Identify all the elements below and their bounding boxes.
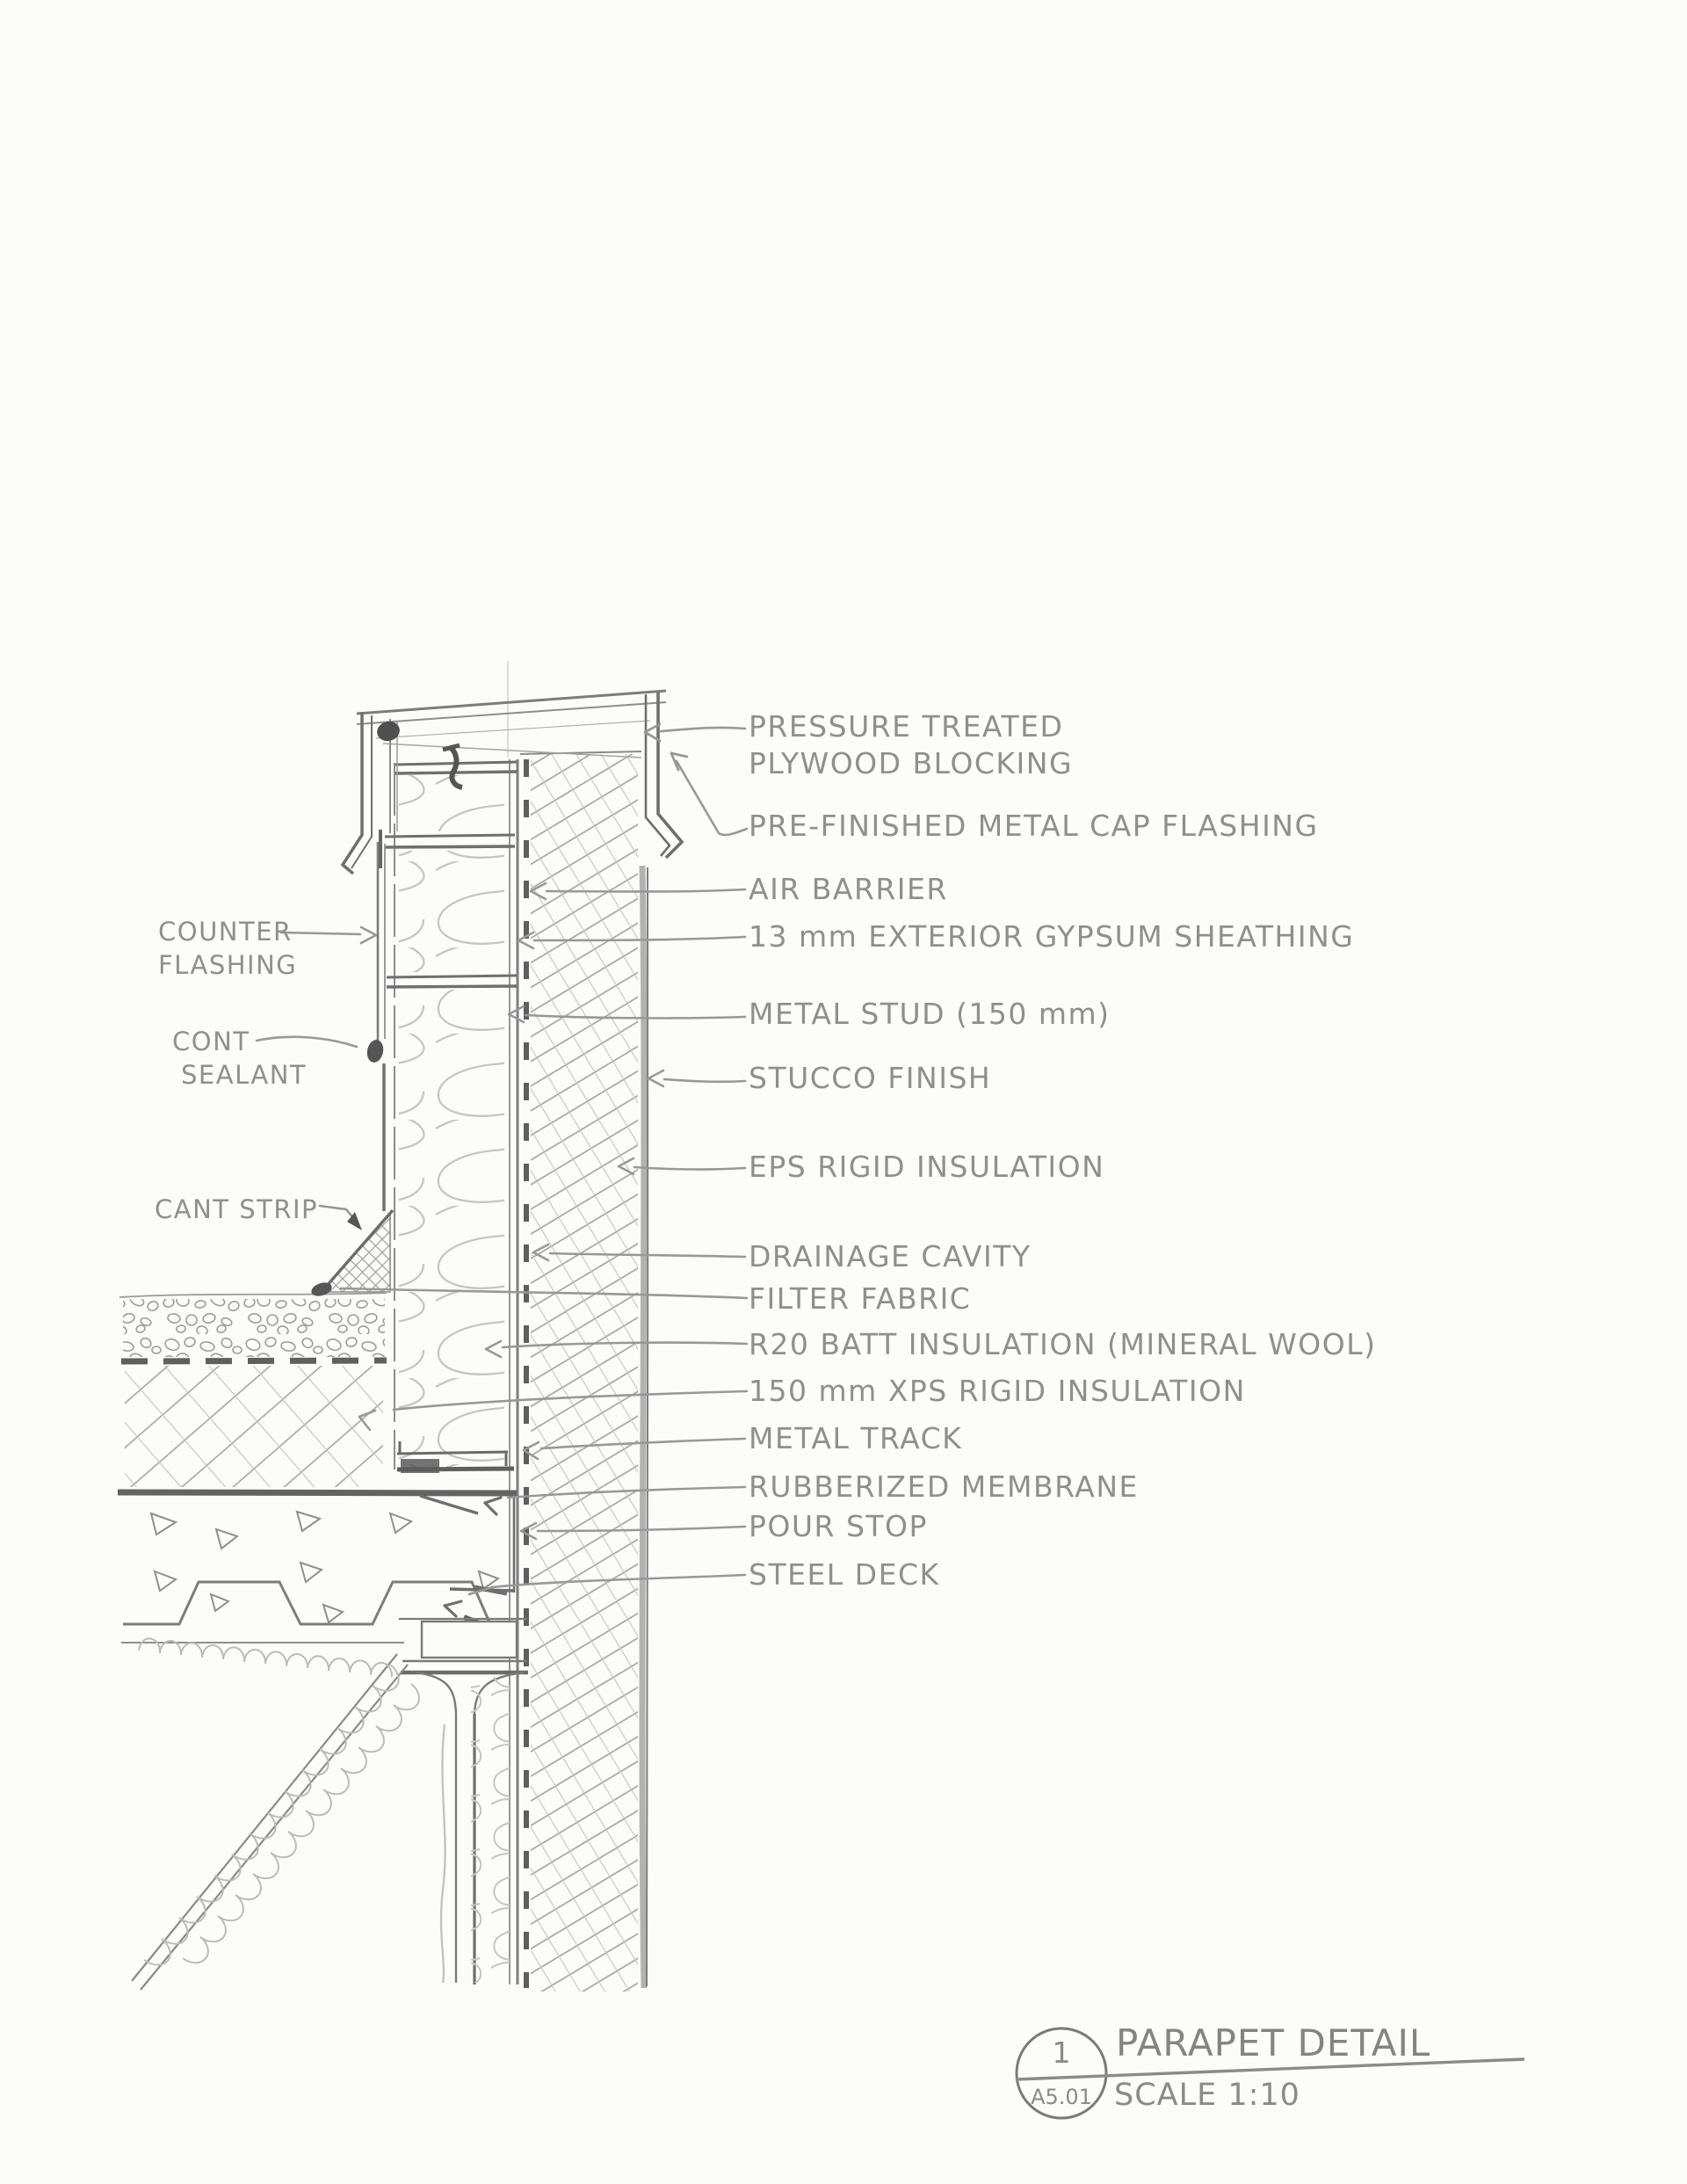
batt-below-roof bbox=[471, 1677, 510, 1983]
stucco-finish-line bbox=[639, 865, 648, 1989]
callout-line: AIR BARRIER bbox=[749, 872, 948, 906]
callout-line: PRESSURE TREATED bbox=[749, 709, 1064, 744]
xps-insulation-hatch bbox=[125, 1366, 383, 1487]
metal-track bbox=[396, 1441, 515, 1473]
cap-interior-diagonal bbox=[382, 743, 642, 758]
cap-clip-hook bbox=[447, 744, 463, 790]
callout-metal-track: METAL TRACK bbox=[749, 1420, 962, 1457]
callout-steel-deck: STEEL DECK bbox=[749, 1556, 940, 1593]
callout-line: METAL STUD (150 mm) bbox=[749, 997, 1111, 1031]
metal-cap-flashing bbox=[340, 661, 684, 875]
callout-line: PLYWOOD BLOCKING bbox=[749, 746, 1074, 780]
cant-strip bbox=[318, 1208, 395, 1295]
filter-fabric-line bbox=[120, 1357, 387, 1365]
callout-line: PRE-FINISHED METAL CAP FLASHING bbox=[749, 809, 1319, 843]
detail-scale: SCALE 1:10 bbox=[1114, 2078, 1300, 2113]
callout-line: FLASHING bbox=[158, 950, 298, 980]
leader-lines bbox=[255, 722, 749, 1618]
fireproofing-squiggles bbox=[138, 1637, 446, 1984]
callout-r20-batt-insulation: R20 BATT INSULATION (MINERAL WOOL) bbox=[749, 1326, 1377, 1363]
sheet-number: A5.01 bbox=[1031, 2085, 1092, 2109]
callout-line: R20 BATT INSULATION (MINERAL WOOL) bbox=[749, 1327, 1377, 1361]
beam-bearing-plate bbox=[420, 1620, 518, 1659]
concrete-slab bbox=[149, 1510, 501, 1624]
callout-line: COUNTER bbox=[158, 917, 293, 947]
callout-eps-rigid-insulation: EPS RIGID INSULATION bbox=[749, 1149, 1104, 1186]
callout-line: CANT STRIP bbox=[155, 1194, 319, 1224]
callout-counter-flashing: COUNTER FLASHING bbox=[158, 915, 297, 982]
title-divider-line bbox=[1015, 2057, 1525, 2081]
callout-air-barrier: AIR BARRIER bbox=[749, 871, 948, 908]
callout-line: CONT bbox=[172, 1027, 250, 1056]
kicker-brace bbox=[131, 1653, 409, 1991]
wall-assembly bbox=[384, 751, 649, 1992]
callout-rubberized-membrane: RUBBERIZED MEMBRANE bbox=[749, 1469, 1139, 1506]
callout-line: FILTER FABRIC bbox=[749, 1281, 972, 1316]
detail-title: PARAPET DETAIL bbox=[1116, 2021, 1431, 2064]
pour-stop bbox=[419, 1494, 516, 1596]
batt-insulation bbox=[399, 775, 504, 1468]
callout-line: RUBBERIZED MEMBRANE bbox=[749, 1469, 1139, 1504]
callout-exterior-gypsum-sheathing: 13 mm EXTERIOR GYPSUM SHEATHING bbox=[749, 918, 1354, 955]
callout-line: DRAINAGE CAVITY bbox=[749, 1239, 1032, 1273]
detail-bubble bbox=[1015, 2027, 1108, 2120]
rubberized-membrane-line bbox=[117, 1063, 518, 1497]
callout-line: 13 mm EXTERIOR GYPSUM SHEATHING bbox=[749, 919, 1355, 954]
callout-cant-strip: CANT STRIP bbox=[155, 1193, 318, 1226]
callout-prefinished-metal-cap-flashing: PRE-FINISHED METAL CAP FLASHING bbox=[749, 808, 1319, 845]
callout-line: 150 mm XPS RIGID INSULATION bbox=[749, 1374, 1246, 1408]
callout-pour-stop: POUR STOP bbox=[749, 1508, 928, 1545]
callout-pressure-treated-plywood-blocking: PRESSURE TREATED PLYWOOD BLOCKING bbox=[749, 708, 1073, 782]
callout-filter-fabric: FILTER FABRIC bbox=[749, 1281, 971, 1317]
callout-line: POUR STOP bbox=[749, 1509, 928, 1543]
detail-number: 1 bbox=[1052, 2035, 1071, 2070]
callout-line: STUCCO FINISH bbox=[749, 1061, 992, 1095]
steel-deck-profile bbox=[123, 1580, 514, 1626]
eps-top-line bbox=[519, 751, 642, 755]
callout-line: SEALANT bbox=[181, 1060, 308, 1090]
callout-xps-rigid-insulation: 150 mm XPS RIGID INSULATION bbox=[749, 1373, 1246, 1410]
callout-line: METAL TRACK bbox=[749, 1421, 963, 1455]
callout-line: EPS RIGID INSULATION bbox=[749, 1150, 1105, 1184]
title-block bbox=[1015, 2027, 1525, 2120]
sealant-blob bbox=[366, 1040, 384, 1063]
counter-flashing bbox=[366, 830, 386, 1063]
gravel-top-line bbox=[119, 1292, 387, 1298]
callout-drainage-cavity: DRAINAGE CAVITY bbox=[749, 1238, 1032, 1275]
eps-insulation-hatch bbox=[531, 754, 638, 1992]
callout-stucco-finish: STUCCO FINISH bbox=[749, 1060, 991, 1097]
callout-cont-sealant: CONT SEALANT bbox=[172, 1025, 307, 1092]
cap-fastener-blob bbox=[377, 721, 400, 742]
gravel-ballast bbox=[123, 1299, 385, 1357]
callout-line: STEEL DECK bbox=[749, 1557, 940, 1592]
roof-assembly bbox=[119, 1292, 514, 1643]
callout-metal-stud: METAL STUD (150 mm) bbox=[749, 996, 1111, 1033]
blocking-bands bbox=[384, 760, 518, 989]
